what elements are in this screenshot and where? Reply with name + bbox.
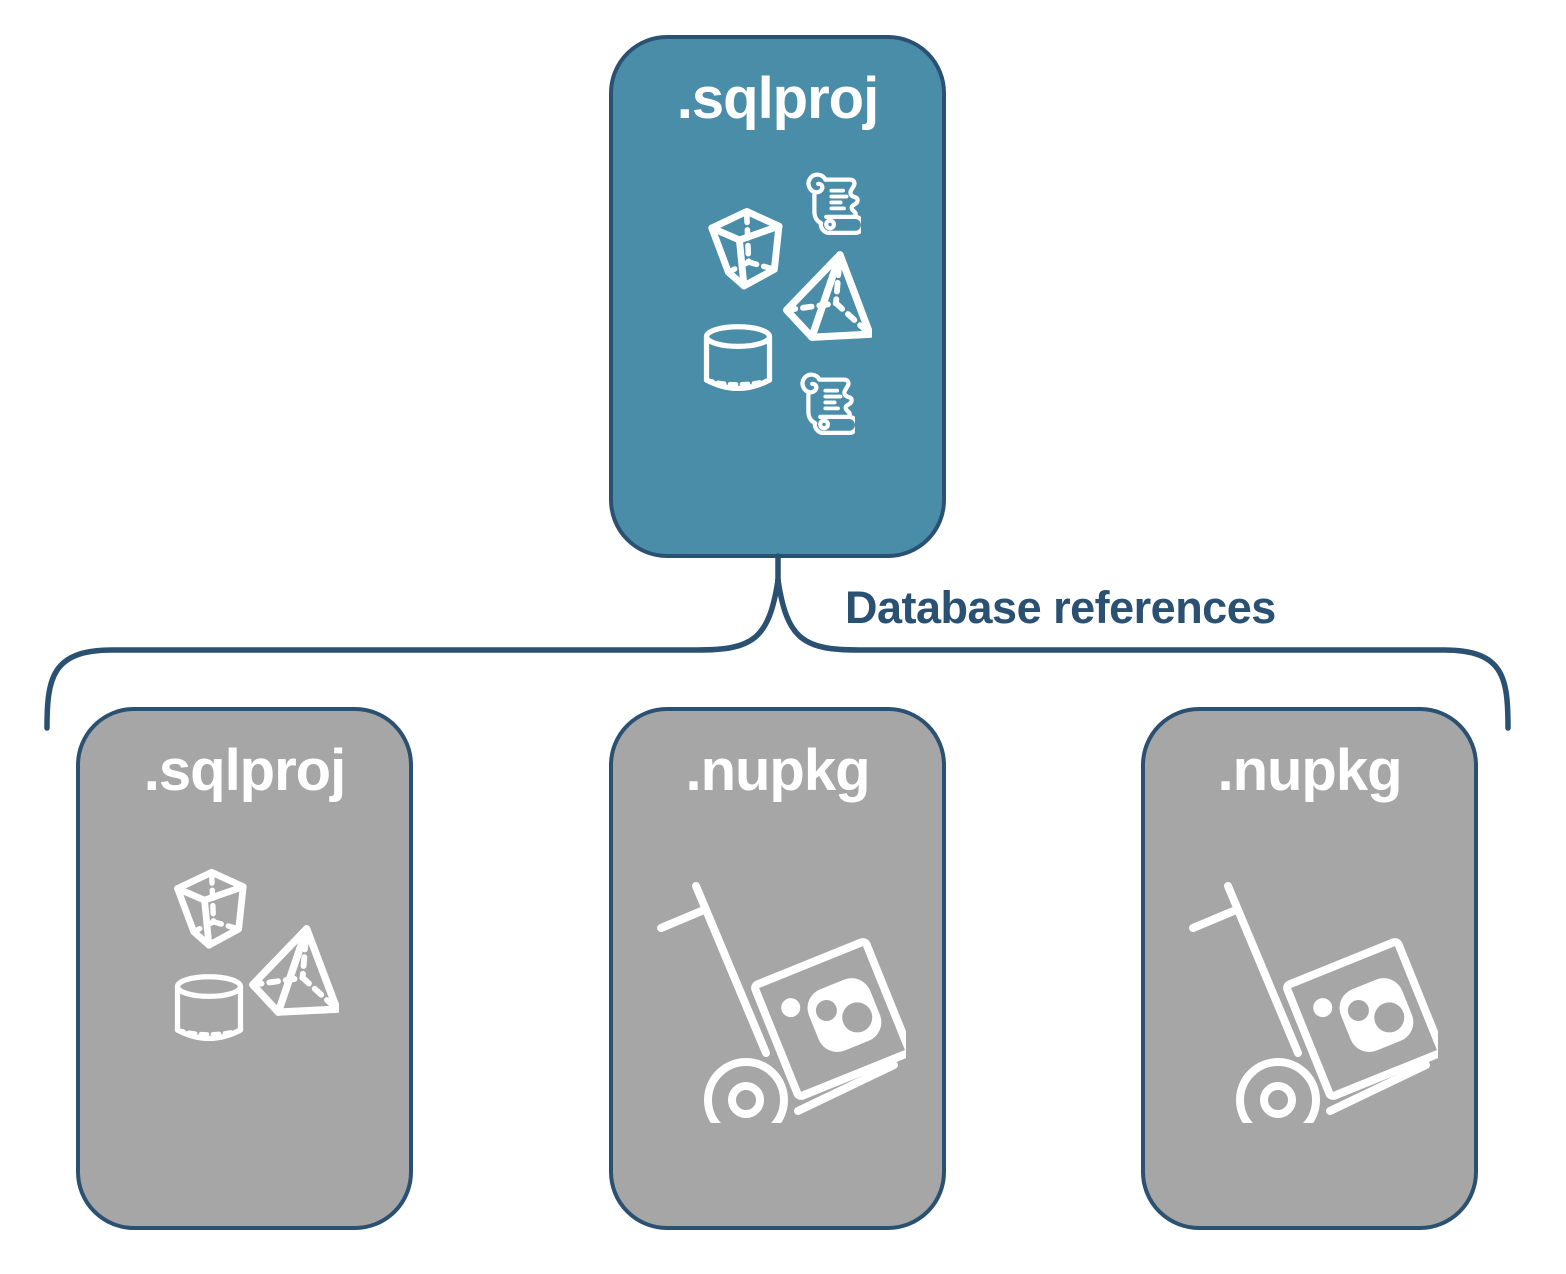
cylinder-icon — [174, 974, 244, 1051]
node-root-sqlproj: .sqlproj — [609, 35, 946, 558]
scroll-icon — [799, 372, 855, 438]
pyramid-icon — [241, 921, 339, 1019]
database-references-label: Database references — [845, 582, 1276, 633]
node-child-sqlproj: .sqlproj — [76, 707, 413, 1230]
sql-object-icons-cluster — [162, 862, 347, 1062]
handtruck-package-icon — [1188, 863, 1438, 1123]
child-node-title: .nupkg — [1217, 738, 1402, 803]
handtruck-package-icon — [656, 863, 906, 1123]
brace-connector — [44, 553, 1511, 731]
node-child-nupkg: .nupkg — [1141, 707, 1478, 1230]
child-node-title: .sqlproj — [143, 738, 346, 803]
pyramid-icon — [775, 247, 872, 344]
cylinder-icon — [703, 324, 773, 401]
node-child-nupkg: .nupkg — [609, 707, 946, 1230]
root-node-title: .sqlproj — [676, 66, 879, 131]
child-node-title: .nupkg — [685, 738, 870, 803]
sql-object-icons-cluster — [695, 172, 880, 438]
scroll-icon — [805, 172, 861, 238]
